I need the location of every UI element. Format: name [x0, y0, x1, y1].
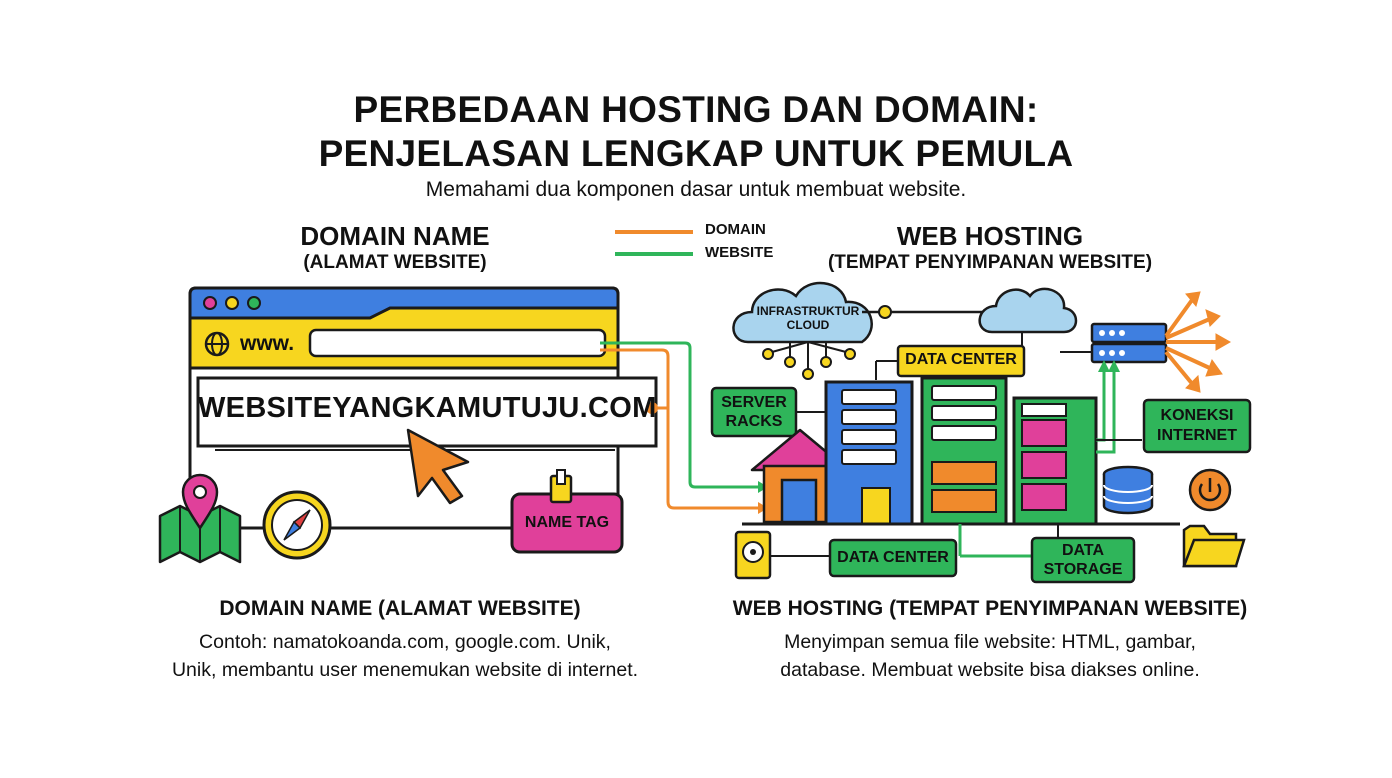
data-storage-label-box: [1030, 536, 1136, 584]
cloud-label-line-1: INFRASTRUKTUR: [756, 304, 860, 318]
data-storage-line-2: STORAGE: [1043, 561, 1123, 578]
folder-icon: [1182, 524, 1246, 568]
power-icon: [1188, 468, 1232, 512]
legend-label-website: WEBSITE: [705, 244, 774, 261]
server-rack-blue-icon: [824, 380, 914, 526]
url-text: WEBSITEYANGKAMUTUJU.COM: [198, 392, 657, 424]
data-storage-line-1: DATA: [1061, 542, 1105, 559]
network-switch-icon: [1090, 322, 1168, 364]
page-subtitle: Memahami dua komponen dasar untuk membua…: [425, 178, 967, 201]
window-dot-yellow-icon: [225, 296, 239, 310]
title-line-1: PERBEDAAN HOSTING DAN DOMAIN:: [353, 89, 1039, 130]
hosting-caption-line-2: database. Membuat website bisa diakses o…: [780, 659, 1200, 681]
hosting-caption-title: WEB HOSTING (TEMPAT PENYIMPANAN WEBSITE): [732, 597, 1248, 620]
server-rack-storage-icon: [1012, 396, 1098, 526]
koneksi-line-1: KONEKSI: [1160, 407, 1234, 424]
cloud-label: INFRASTRUKTUR CLOUD: [746, 304, 870, 332]
koneksi-line-2: INTERNET: [1157, 427, 1237, 444]
map-pin-icon: [158, 473, 242, 564]
window-dot-green-icon: [247, 296, 261, 310]
legend-swatch-domain: [615, 230, 693, 234]
cursor-arrow-icon: [406, 428, 470, 505]
data-storage-label: DATA STORAGE: [1032, 541, 1134, 579]
url-panel: [196, 376, 658, 448]
cloud-label-line-2: CLOUD: [786, 318, 830, 332]
legend-label-domain: DOMAIN: [705, 221, 766, 238]
domain-section-subtitle: (ALAMAT WEBSITE): [303, 252, 487, 273]
domain-caption-title: DOMAIN NAME (ALAMAT WEBSITE): [219, 597, 581, 620]
server-racks-line-2: RACKS: [725, 413, 783, 430]
hosting-section-subtitle: (TEMPAT PENYIMPANAN WEBSITE): [827, 252, 1153, 273]
page-title: PERBEDAAN HOSTING DAN DOMAIN: PENJELASAN…: [0, 88, 1392, 176]
globe-icon: [204, 331, 230, 357]
database-icon: [1102, 465, 1154, 515]
domain-caption-line-2: Unik, membantu user menemukan website di…: [171, 659, 639, 681]
koneksi-internet-label: KONEKSI INTERNET: [1144, 406, 1250, 446]
data-center-top-label: DATA CENTER: [905, 351, 1017, 368]
data-center-bottom-label: DATA CENTER: [837, 549, 949, 566]
cloud-icon: [978, 287, 1078, 334]
browser-window: [188, 286, 658, 530]
domain-section-title: DOMAIN NAME: [300, 221, 490, 251]
hosting-caption-line-1: Menyimpan semua file website: HTML, gamb…: [784, 631, 1196, 653]
address-bar-input[interactable]: [308, 328, 607, 358]
koneksi-internet-label-box: [1142, 398, 1252, 454]
server-racks-label: SERVER RACKS: [712, 393, 796, 431]
name-tag-label: NAME TAG: [524, 514, 610, 531]
url-prefix: www.: [240, 332, 295, 355]
domain-caption-line-1: Contoh: namatokoanda.com, google.com. Un…: [199, 631, 611, 653]
server-rack-green-icon: [920, 376, 1008, 526]
hosting-section-title: WEB HOSTING: [896, 221, 1084, 251]
name-tag-icon: [510, 469, 624, 554]
server-racks-line-1: SERVER: [721, 394, 787, 411]
title-line-2: PENJELASAN LENGKAP UNTUK PEMULA: [318, 133, 1074, 174]
legend-swatch-website: [615, 252, 693, 256]
hard-drive-icon: [734, 530, 772, 580]
hosting-caption-desc: Menyimpan semua file website: HTML, gamb…: [720, 628, 1260, 684]
outbound-arrows-icon: [1164, 291, 1232, 393]
data-center-bottom-label-box: [828, 538, 958, 578]
legend: DOMAIN WEBSITE: [615, 221, 795, 266]
domain-caption-desc: Contoh: namatokoanda.com, google.com. Un…: [120, 628, 690, 684]
compass-icon: [262, 490, 332, 560]
window-dot-pink-icon: [203, 296, 217, 310]
